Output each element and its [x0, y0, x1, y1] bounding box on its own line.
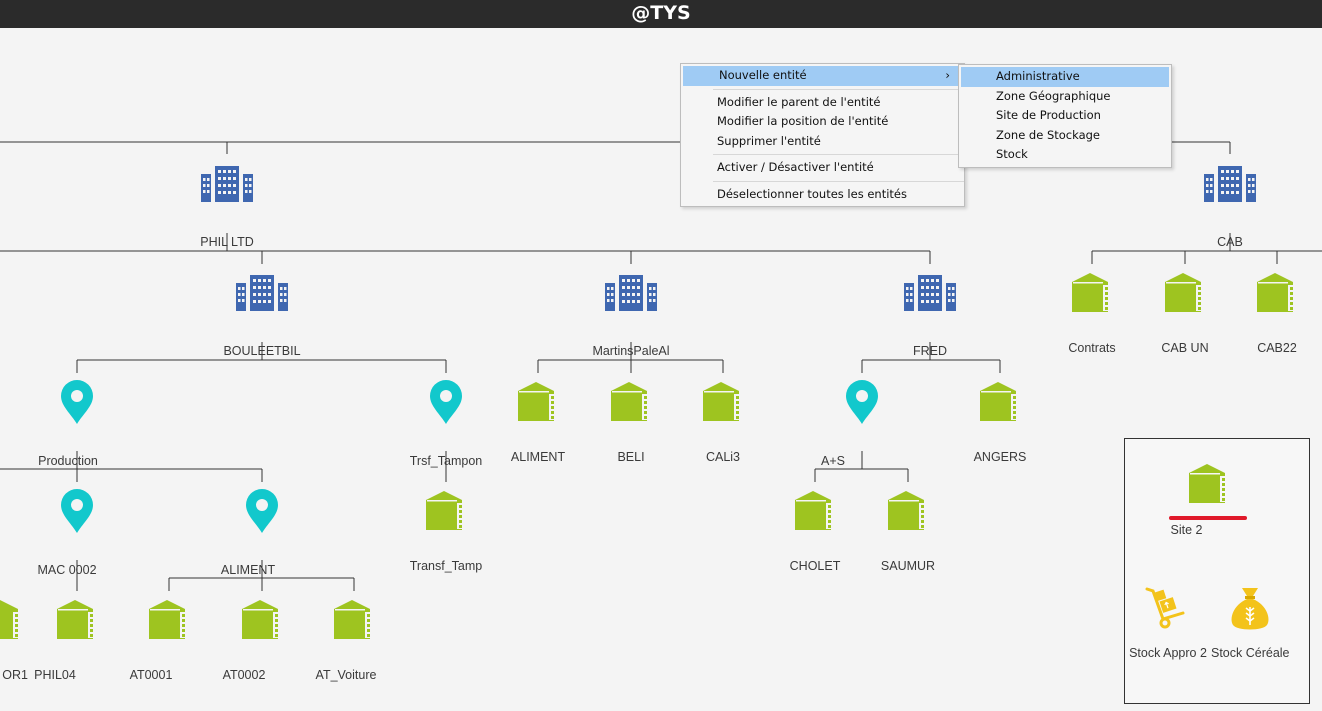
stock-cereale-label: Stock Céréale — [1211, 646, 1290, 660]
entity-label: PHIL LTD — [200, 235, 254, 249]
silo-icon — [795, 491, 833, 530]
location-pin-icon — [846, 380, 878, 424]
silo-icon — [1189, 464, 1227, 503]
entity-label: CAB22 — [1257, 341, 1297, 355]
silo-icon — [334, 600, 372, 639]
entity-label: SAUMUR — [880, 559, 936, 573]
submenu-item-stock[interactable]: Stock — [996, 147, 1028, 161]
site-2-label: Site 2 — [1170, 523, 1203, 537]
menu-separator — [713, 154, 964, 155]
submenu-arrow-icon: › — [945, 68, 950, 82]
building-icon — [904, 275, 956, 311]
entity-label: CAB — [1217, 235, 1243, 249]
entity-label: Contrats — [1068, 341, 1116, 355]
entity-label: Trsf_Tampon — [409, 454, 483, 468]
menu-item-modifier-position[interactable]: Modifier la position de l'entité — [717, 114, 889, 128]
silo-icon — [1072, 273, 1110, 312]
location-pin-icon — [430, 380, 462, 424]
menu-item-modifier-parent[interactable]: Modifier le parent de l'entité — [717, 94, 881, 109]
location-pin-icon — [246, 489, 278, 533]
menu-item-supprimer[interactable]: Supprimer l'entité — [717, 133, 821, 148]
silo-icon — [242, 600, 280, 639]
silo-icon — [426, 491, 464, 530]
entity-label: ALIMENT — [510, 450, 566, 464]
entity-label: MartinsPaleAl — [592, 344, 670, 358]
hand-truck-icon — [1145, 587, 1185, 629]
silo-icon — [703, 382, 741, 421]
silo-icon — [888, 491, 926, 530]
entity-label: BOULEETBIL — [223, 344, 301, 358]
entity-label: AT0001 — [129, 668, 173, 682]
silo-icon — [0, 600, 20, 639]
silo-icon — [980, 382, 1018, 421]
menu-item-deselectionner[interactable]: Déselectionner toutes les entités — [717, 186, 907, 201]
entity-label: ANGERS — [973, 450, 1027, 464]
location-pin-icon — [61, 380, 93, 424]
submenu-item-administrative[interactable]: Administrative — [961, 67, 1169, 87]
building-icon — [201, 166, 253, 202]
silo-icon — [1165, 273, 1203, 312]
site-2-node[interactable] — [1159, 461, 1259, 511]
building-icon — [236, 275, 288, 311]
site-2-panel[interactable]: Site 2 Stock Appro 2 — [1124, 438, 1310, 704]
location-pin-icon — [61, 489, 93, 533]
submenu-item-zone-geographique[interactable]: Zone Géographique — [996, 88, 1111, 103]
silo-icon — [518, 382, 556, 421]
entity-label: BELI — [617, 450, 645, 464]
stock-cereale-node[interactable] — [1225, 585, 1275, 633]
stock-appro-2-label: Stock Appro 2 — [1129, 646, 1207, 660]
stock-appro-2-node[interactable] — [1141, 585, 1191, 633]
submenu-nouvelle-entite: Administrative Zone Géographique Site de… — [958, 64, 1172, 168]
entity-label: CALi3 — [705, 450, 741, 464]
submenu-item-site-production[interactable]: Site de Production — [996, 108, 1101, 122]
entity-label: AT_Voiture — [315, 668, 377, 682]
submenu-item-zone-stockage[interactable]: Zone de Stockage — [996, 127, 1101, 142]
app-title: @TYS — [0, 0, 1322, 28]
silo-icon — [57, 600, 95, 639]
silo-icon — [1257, 273, 1295, 312]
silo-icon — [611, 382, 649, 421]
building-icon — [605, 275, 657, 311]
context-menu: Nouvelle entité › Modifier le parent de … — [680, 63, 965, 207]
menu-separator — [713, 180, 964, 182]
silo-icon — [149, 600, 187, 639]
menu-item-activer-desactiver[interactable]: Activer / Désactiver l'entité — [717, 160, 874, 174]
entity-label: Production — [38, 454, 98, 468]
entity-label: CAB UN — [1161, 341, 1209, 355]
entity-label: MAC 0002 — [37, 563, 97, 577]
building-icon — [1204, 166, 1256, 202]
menu-item-nouvelle-entite[interactable]: Nouvelle entité › — [683, 66, 962, 86]
entity-tree-canvas[interactable]: PHIL LTD CAB — [0, 28, 1322, 711]
entity-label: PHIL04 — [34, 668, 76, 682]
entity-label: Transf_Tamp — [409, 559, 483, 573]
menu-item-label: Nouvelle entité — [719, 68, 807, 82]
selection-underline — [1169, 516, 1247, 520]
grain-bag-icon — [1231, 588, 1269, 630]
menu-separator — [713, 88, 964, 90]
entity-label: OR1 — [2, 668, 28, 682]
entity-label: CHOLET — [789, 559, 841, 573]
entity-label: A+S — [821, 454, 845, 468]
entity-label: FRED — [912, 344, 948, 358]
entity-label: ALIMENT — [220, 563, 276, 577]
entity-label: AT0002 — [222, 668, 266, 682]
